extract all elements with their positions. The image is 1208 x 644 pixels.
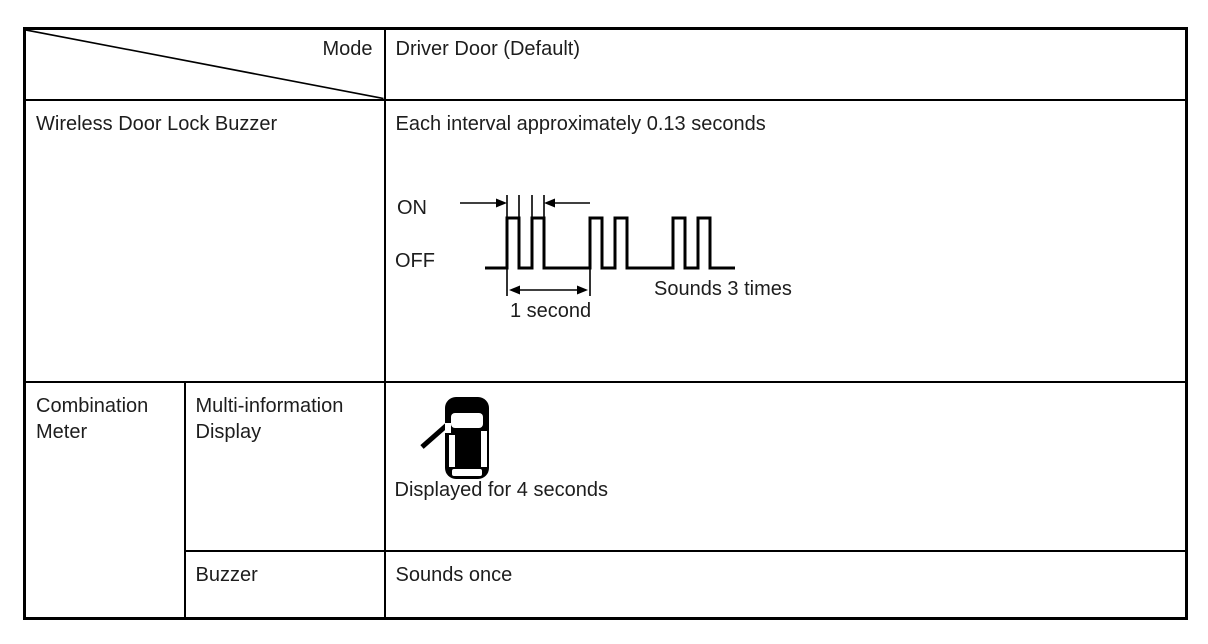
meter-buzzer-value: Sounds once bbox=[395, 563, 513, 586]
buzzer-waveform-diagram: ON OFF bbox=[395, 194, 792, 322]
wireless-buzzer-label-cell: Wireless Door Lock Buzzer bbox=[23, 98, 386, 383]
header-mode-value: Driver Door (Default) bbox=[395, 38, 580, 60]
interval-arrowhead-right bbox=[495, 198, 507, 207]
mode-label: Mode bbox=[322, 38, 373, 60]
waveform-trace bbox=[484, 216, 735, 269]
combination-meter-cell: Combination Meter bbox=[23, 380, 186, 620]
one-second-arrowhead-left bbox=[508, 285, 520, 294]
sounds-three-times-note: Sounds 3 times bbox=[654, 278, 792, 300]
multi-info-display-label: Multi-information Display bbox=[195, 394, 344, 443]
meter-buzzer-row: Buzzer Sounds once bbox=[25, 549, 1188, 620]
waveform-on-label: ON bbox=[397, 197, 427, 219]
meter-buzzer-value-cell: Sounds once bbox=[383, 549, 1188, 620]
meter-buzzer-label-cell: Buzzer bbox=[183, 549, 386, 620]
diagonal-line bbox=[26, 30, 383, 98]
one-second-label: 1 second bbox=[510, 300, 591, 322]
combination-meter-label: Combination Meter bbox=[36, 394, 149, 443]
display-duration-caption: Displayed for 4 seconds bbox=[394, 478, 608, 501]
one-second-bracket bbox=[505, 267, 591, 296]
interval-arrowhead-left bbox=[543, 198, 555, 207]
wireless-buzzer-row: Wireless Door Lock Buzzer Each interval … bbox=[23, 98, 1188, 383]
buzzer-interval-description: Each interval approximately 0.13 seconds bbox=[395, 112, 766, 135]
header-corner-cell: Mode bbox=[23, 27, 386, 101]
mode-table: Mode Driver Door (Default) Wireless Door… bbox=[23, 27, 1188, 620]
multi-info-display-row: Combination Meter Multi-information Disp… bbox=[23, 380, 1188, 620]
multi-info-display-value-cell: Displayed for 4 seconds bbox=[383, 380, 1188, 552]
header-row: Mode Driver Door (Default) bbox=[23, 27, 1188, 101]
wireless-buzzer-value-cell: Each interval approximately 0.13 seconds… bbox=[383, 98, 1188, 383]
header-mode-value-cell: Driver Door (Default) bbox=[383, 27, 1188, 101]
wireless-buzzer-label: Wireless Door Lock Buzzer bbox=[36, 112, 278, 135]
multi-info-display-label-cell: Multi-information Display bbox=[183, 380, 386, 552]
one-second-arrowhead-right bbox=[576, 285, 588, 294]
meter-buzzer-label: Buzzer bbox=[195, 563, 258, 586]
interval-tick-marks bbox=[505, 194, 545, 219]
waveform-off-label: OFF bbox=[395, 250, 435, 272]
door-open-car-icon bbox=[419, 396, 489, 479]
